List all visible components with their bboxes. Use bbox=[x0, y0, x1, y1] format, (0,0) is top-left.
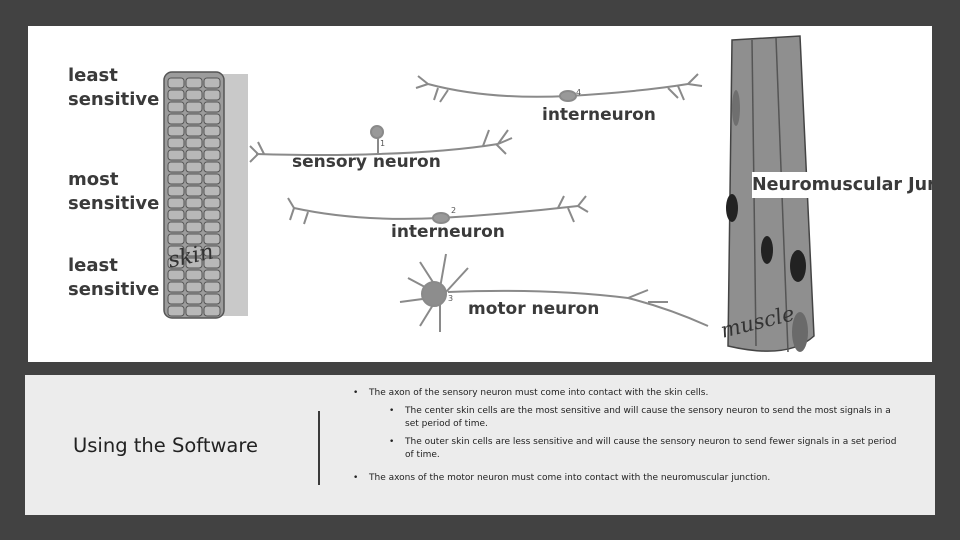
skin-cell bbox=[203, 305, 221, 317]
skin-cell bbox=[167, 149, 185, 161]
skin-cell bbox=[185, 257, 203, 269]
label-interneuron-top: interneuron bbox=[542, 105, 656, 125]
skin-cell bbox=[167, 137, 185, 149]
sub-bullet-text: The center skin cells are the most sensi… bbox=[405, 406, 891, 429]
label-most-sensitive: most sensitive bbox=[68, 169, 160, 214]
bullet-item: • The axons of the motor neuron must com… bbox=[353, 472, 909, 485]
skin-cell bbox=[167, 293, 185, 305]
skin-cell bbox=[185, 269, 203, 281]
label-number-4: 4 bbox=[576, 88, 582, 97]
skin-cell bbox=[185, 305, 203, 317]
sub-bullet-item: • The center skin cells are the most sen… bbox=[389, 405, 905, 431]
skin-cell bbox=[185, 281, 203, 293]
label-least-sensitive-bottom: least sensitive bbox=[68, 255, 160, 300]
label-sensory-neuron: sensory neuron bbox=[292, 152, 441, 172]
skin-cell bbox=[167, 269, 185, 281]
bullet-text: The axon of the sensory neuron must come… bbox=[369, 388, 709, 398]
skin-cell bbox=[167, 257, 185, 269]
skin-cell bbox=[203, 221, 221, 233]
skin-cell bbox=[185, 77, 203, 89]
skin-cell bbox=[203, 113, 221, 125]
skin-cell bbox=[167, 161, 185, 173]
sub-bullet-text: The outer skin cells are less sensitive … bbox=[405, 437, 897, 460]
neuron-diagram: least sensitive most sensitive least sen… bbox=[28, 26, 932, 362]
skin-cell bbox=[203, 185, 221, 197]
skin-cell bbox=[167, 305, 185, 317]
bullet-dot: • bbox=[389, 406, 395, 416]
skin-cell bbox=[203, 101, 221, 113]
interneuron-top bbox=[415, 73, 703, 103]
skin-cell bbox=[167, 173, 185, 185]
skin-cell bbox=[203, 233, 221, 245]
skin-cell bbox=[167, 125, 185, 137]
skin-cell bbox=[185, 89, 203, 101]
skin-cell bbox=[167, 281, 185, 293]
skin-cell bbox=[203, 281, 221, 293]
skin-cell bbox=[185, 185, 203, 197]
skin-cell bbox=[203, 125, 221, 137]
skin-cell bbox=[167, 245, 185, 257]
bullet-dot: • bbox=[353, 473, 359, 483]
skin-cell bbox=[185, 125, 203, 137]
skin-cell bbox=[185, 113, 203, 125]
bullet-dot: • bbox=[389, 437, 395, 447]
skin-cell bbox=[167, 113, 185, 125]
sensory-neuron bbox=[249, 125, 513, 163]
diagram-drawing bbox=[163, 35, 815, 353]
skin-cell bbox=[167, 221, 185, 233]
skin-cells bbox=[163, 71, 248, 319]
bullet-item: • The axon of the sensory neuron must co… bbox=[353, 387, 909, 400]
skin-cell bbox=[167, 77, 185, 89]
skin-cell bbox=[167, 185, 185, 197]
skin-cell bbox=[185, 233, 203, 245]
sub-bullet-item: • The outer skin cells are less sensitiv… bbox=[389, 436, 905, 462]
skin-cell bbox=[203, 89, 221, 101]
skin-cell bbox=[185, 221, 203, 233]
skin-cell bbox=[203, 245, 221, 257]
skin-cell bbox=[185, 293, 203, 305]
skin-cell bbox=[185, 149, 203, 161]
label-number-2: 2 bbox=[451, 206, 457, 215]
skin-cell bbox=[185, 137, 203, 149]
content-panel: Using the Software • The axon of the sen… bbox=[25, 375, 935, 515]
skin-cell bbox=[185, 197, 203, 209]
skin-cell bbox=[203, 161, 221, 173]
label-number-1: 1 bbox=[380, 139, 386, 148]
skin-cell bbox=[203, 197, 221, 209]
skin-cell bbox=[203, 137, 221, 149]
title-divider bbox=[318, 411, 320, 485]
bullet-text: The axons of the motor neuron must come … bbox=[369, 473, 771, 483]
motor-neuron bbox=[399, 253, 709, 332]
skin-cell bbox=[167, 233, 185, 245]
label-number-3: 3 bbox=[448, 294, 454, 303]
skin-cell bbox=[185, 173, 203, 185]
skin-cell bbox=[167, 89, 185, 101]
skin-cell bbox=[203, 77, 221, 89]
skin-cell bbox=[185, 161, 203, 173]
skin-cell bbox=[203, 149, 221, 161]
skin-cell bbox=[203, 257, 221, 269]
skin-cell bbox=[203, 209, 221, 221]
skin-cell bbox=[185, 245, 203, 257]
slide-title: Using the Software bbox=[73, 434, 258, 457]
label-least-sensitive-top: least sensitive bbox=[68, 65, 160, 110]
skin-cell bbox=[167, 197, 185, 209]
skin-cell bbox=[185, 209, 203, 221]
bullet-dot: • bbox=[353, 388, 359, 398]
interneuron-middle bbox=[287, 195, 589, 225]
skin-cell bbox=[203, 269, 221, 281]
label-neuromuscular-junction: Neuromuscular Junction bbox=[752, 172, 932, 198]
skin-cell bbox=[167, 101, 185, 113]
skin-cell bbox=[203, 173, 221, 185]
skin-cell bbox=[203, 293, 221, 305]
skin-cell bbox=[167, 209, 185, 221]
skin-cell bbox=[185, 101, 203, 113]
label-motor-neuron: motor neuron bbox=[468, 299, 600, 319]
label-interneuron-middle: interneuron bbox=[391, 222, 505, 242]
